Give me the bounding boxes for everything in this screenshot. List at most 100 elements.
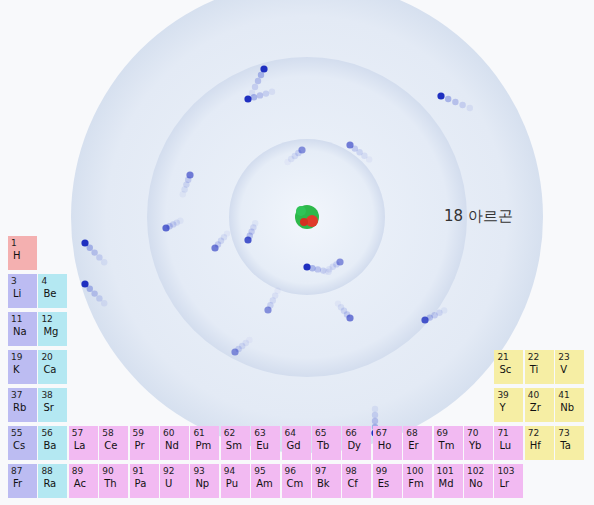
element-cell: 63Eu bbox=[251, 426, 280, 460]
atomic-number: 103 bbox=[497, 466, 520, 477]
electron-trail bbox=[101, 259, 107, 265]
element-symbol: Ti bbox=[528, 363, 551, 376]
electron-trail bbox=[251, 94, 257, 100]
element-symbol: Er bbox=[406, 439, 429, 452]
element-symbol: Pm bbox=[193, 439, 216, 452]
element-cell: 67Ho bbox=[373, 426, 402, 460]
element-cell: 62Sm bbox=[221, 426, 250, 460]
atomic-number: 57 bbox=[72, 428, 95, 439]
electron-trail bbox=[372, 406, 378, 412]
element-symbol: Ac bbox=[72, 477, 95, 490]
element-label: 18 아르곤 bbox=[444, 207, 513, 226]
element-cell: 95Am bbox=[251, 464, 280, 498]
element-cell: 37Rb bbox=[8, 388, 37, 422]
element-symbol: Rb bbox=[11, 401, 34, 414]
element-symbol: Cs bbox=[11, 439, 34, 452]
atomic-number: 58 bbox=[102, 428, 125, 439]
element-cell: 88Ra bbox=[38, 464, 67, 498]
element-symbol: Fm bbox=[406, 477, 429, 490]
element-symbol: Na bbox=[11, 325, 34, 338]
electron-trail bbox=[91, 290, 97, 296]
electron bbox=[298, 146, 305, 153]
element-cell: 57La bbox=[69, 426, 98, 460]
atomic-number: 98 bbox=[345, 466, 368, 477]
atomic-number: 62 bbox=[224, 428, 247, 439]
element-cell: 68Er bbox=[403, 426, 432, 460]
atomic-number: 68 bbox=[406, 428, 429, 439]
element-cell: 69Tm bbox=[434, 426, 463, 460]
element-cell: 100Fm bbox=[403, 464, 432, 498]
element-cell: 94Pu bbox=[221, 464, 250, 498]
electron-trail bbox=[258, 72, 264, 78]
electron bbox=[336, 258, 343, 265]
element-cell: 99Es bbox=[373, 464, 402, 498]
electron-trail bbox=[445, 96, 451, 102]
electron-trail bbox=[315, 266, 321, 272]
electron bbox=[231, 348, 238, 355]
atomic-number: 89 bbox=[72, 466, 95, 477]
atomic-number: 88 bbox=[41, 466, 64, 477]
element-cell: 59Pr bbox=[130, 426, 159, 460]
element-cell: 72Hf bbox=[525, 426, 554, 460]
electron bbox=[437, 92, 444, 99]
atomic-number: 72 bbox=[528, 428, 551, 439]
electron-trail bbox=[372, 412, 378, 418]
atomic-number: 56 bbox=[41, 428, 64, 439]
electron bbox=[260, 65, 267, 72]
element-symbol: H bbox=[11, 249, 34, 262]
atomic-number: 66 bbox=[345, 428, 368, 439]
element-cell: 23V bbox=[555, 350, 584, 384]
element-symbol: K bbox=[11, 363, 34, 376]
element-symbol: Y bbox=[497, 401, 520, 414]
nucleus-neutron bbox=[300, 218, 308, 226]
electron-trail bbox=[87, 245, 93, 251]
element-symbol: Th bbox=[102, 477, 125, 490]
element-symbol: Lr bbox=[497, 477, 520, 490]
electron-trail bbox=[269, 89, 275, 95]
atomic-number: 95 bbox=[254, 466, 277, 477]
element-symbol: Sr bbox=[41, 401, 64, 414]
element-symbol: Ce bbox=[102, 439, 125, 452]
nucleus-proton bbox=[296, 206, 306, 216]
element-symbol: Ho bbox=[376, 439, 399, 452]
element-symbol: Tb bbox=[315, 439, 338, 452]
electron-trail bbox=[96, 254, 102, 260]
electrons bbox=[81, 65, 473, 436]
atomic-number: 73 bbox=[558, 428, 581, 439]
element-cell: 1H bbox=[8, 236, 37, 270]
element-cell: 22Ti bbox=[525, 350, 554, 384]
atomic-number: 38 bbox=[41, 390, 64, 401]
atomic-number: 21 bbox=[497, 352, 520, 363]
electron bbox=[162, 224, 169, 231]
element-symbol: Be bbox=[41, 287, 64, 300]
element-cell: 19K bbox=[8, 350, 37, 384]
atomic-number: 71 bbox=[497, 428, 520, 439]
electron bbox=[264, 306, 271, 313]
nucleus bbox=[295, 205, 319, 229]
atomic-number: 99 bbox=[376, 466, 399, 477]
element-symbol: Md bbox=[437, 477, 460, 490]
atomic-number: 11 bbox=[11, 314, 34, 325]
element-symbol: Tm bbox=[437, 439, 460, 452]
element-cell: 96Cm bbox=[282, 464, 311, 498]
atomic-number: 22 bbox=[528, 352, 551, 363]
element-cell: 40Zr bbox=[525, 388, 554, 422]
electron-trail bbox=[91, 249, 97, 255]
atomic-number: 87 bbox=[11, 466, 34, 477]
atomic-number: 101 bbox=[437, 466, 460, 477]
element-cell: 66Dy bbox=[342, 426, 371, 460]
element-symbol: Hf bbox=[528, 439, 551, 452]
electron bbox=[81, 239, 88, 246]
electron bbox=[211, 244, 218, 251]
element-symbol: Eu bbox=[254, 439, 277, 452]
element-symbol: Ca bbox=[41, 363, 64, 376]
element-cell: 20Ca bbox=[38, 350, 67, 384]
atomic-number: 94 bbox=[224, 466, 247, 477]
electron-trail bbox=[255, 78, 261, 84]
element-cell: 89Ac bbox=[69, 464, 98, 498]
element-cell: 61Pm bbox=[190, 426, 219, 460]
electron-trail bbox=[467, 105, 473, 111]
electron-trail bbox=[372, 418, 378, 424]
element-cell: 4Be bbox=[38, 274, 67, 308]
element-symbol: Bk bbox=[315, 477, 338, 490]
